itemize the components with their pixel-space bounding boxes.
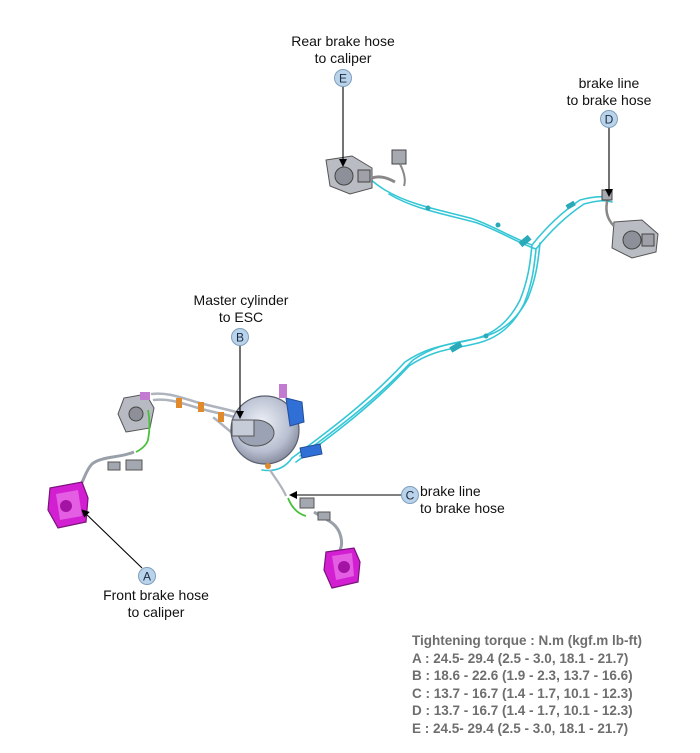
badge-e-label: E (339, 72, 347, 86)
brake-booster (230, 384, 323, 469)
torque-row-a: A : 24.5- 29.4 (2.5 - 3.0, 18.1 - 21.7) (412, 650, 629, 666)
front-right-caliper (323, 547, 361, 589)
leader-a (81, 509, 143, 569)
rear-line-main-3 (299, 242, 541, 457)
rear-right-caliper (601, 189, 659, 259)
badge-a-label: A (143, 570, 151, 584)
badge-c-label: C (406, 489, 415, 503)
front-left-green-hose (135, 409, 151, 453)
callout-d-line-1: brake line (578, 75, 640, 91)
torque-row-e: E : 24.5- 29.4 (2.5 - 3.0, 18.1 - 21.7) (412, 720, 629, 736)
callout-a-line-1: Front brake hose (103, 587, 209, 603)
front-left-fittings (176, 398, 224, 422)
callout-d-label: brake line to brake hose (546, 75, 672, 109)
badge-b-label: B (236, 331, 244, 345)
torque-spec-block: Tightening torque : N.m (kgf.m lb-ft) A … (412, 632, 642, 737)
badge-d: D (600, 110, 618, 128)
callout-a-label: Front brake hose to caliper (86, 587, 226, 621)
front-left-caliper (47, 481, 89, 529)
badge-a: A (138, 567, 156, 585)
callout-e-label: Rear brake hose to caliper (270, 33, 416, 67)
rear-left-caliper (325, 149, 407, 195)
badge-e: E (334, 69, 352, 87)
callout-c-line-1: brake line (420, 483, 481, 499)
callout-c-line-2: to brake hose (420, 500, 505, 516)
leader-arrows (81, 86, 613, 569)
rear-line-left (367, 177, 533, 246)
rear-line-main (291, 195, 611, 459)
callout-b-label: Master cylinder to ESC (171, 292, 311, 326)
callout-a-line-2: to caliper (127, 604, 185, 620)
callout-c-label: brake line to brake hose (420, 483, 532, 517)
line-clips (425, 200, 576, 353)
esc-to-booster (261, 457, 293, 472)
brake-lines (261, 177, 613, 472)
callout-d-line-2: to brake hose (566, 92, 652, 108)
torque-row-b: B : 18.6 - 22.6 (1.9 - 2.3, 13.7 - 16.6) (412, 668, 633, 683)
badge-c: C (401, 486, 419, 504)
rear-line-left-2 (388, 193, 537, 250)
callout-e-line-2: to caliper (314, 50, 372, 66)
badge-d-label: D (605, 113, 614, 127)
front-right-lines (269, 469, 343, 551)
torque-row-d: D : 13.7 - 16.7 (1.4 - 1.7, 10.1 - 12.3) (412, 703, 633, 718)
badge-b: B (231, 328, 249, 346)
torque-title: Tightening torque : N.m (kgf.m lb-ft) (412, 633, 642, 648)
front-left-hose-bracket (78, 450, 143, 487)
front-left-lines (150, 392, 240, 438)
torque-row-c: C : 13.7 - 16.7 (1.4 - 1.7, 10.1 - 12.3) (412, 685, 633, 701)
callout-e-line-1: Rear brake hose (291, 33, 395, 49)
callout-b-line-1: Master cylinder (193, 292, 289, 308)
callout-b-line-2: to ESC (218, 309, 264, 325)
